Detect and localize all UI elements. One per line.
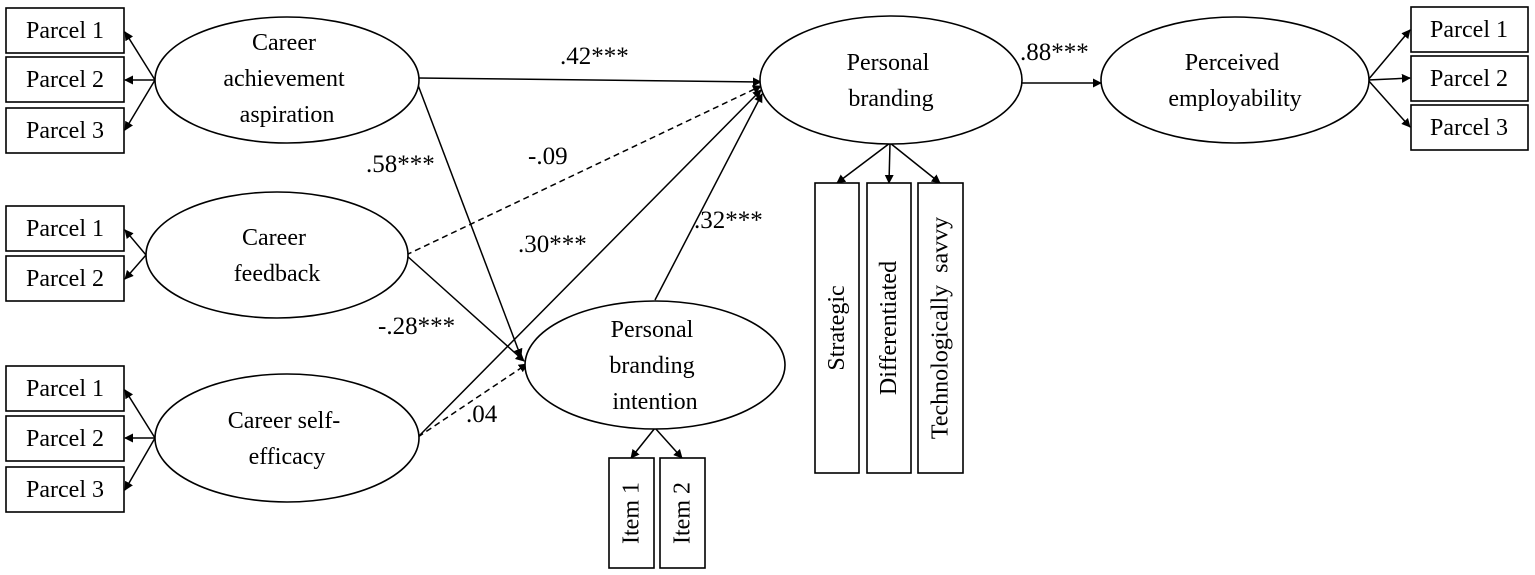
coef-efficacy-to-intention: .04	[466, 401, 498, 428]
construct-personal-branding-intention: Personal branding intention	[524, 300, 786, 430]
path-efficacy-to-branding	[417, 89, 762, 438]
construct-label: Personal branding	[847, 50, 936, 112]
indicator-label: Parcel 3	[26, 118, 104, 144]
indicator-efficacy-parcel-2: Parcel 2	[5, 415, 125, 462]
path-efficacy-to-intention	[417, 363, 528, 438]
loading-efficacy-parcel-1	[124, 389, 156, 439]
loading-aspiration-parcel-3	[124, 79, 156, 131]
loading-intention-item-1	[630, 427, 656, 459]
indicator-label: Parcel 2	[26, 426, 104, 452]
indicator-label: Item 2	[670, 482, 696, 544]
path-aspiration-to-branding	[417, 77, 762, 87]
construct-label: Career achievement aspiration	[223, 30, 350, 128]
indicator-label: Differentiated	[876, 261, 902, 395]
coef-branding-to-employability: .88***	[1020, 39, 1089, 66]
coef-feedback-to-intention: -.28***	[378, 313, 455, 340]
indicator-label: Parcel 1	[26, 216, 104, 242]
indicator-employability-parcel-3: Parcel 3	[1410, 104, 1529, 151]
indicator-branding-tech-savvy: Technologically savvy	[917, 182, 964, 474]
loading-feedback-parcel-1	[124, 229, 147, 256]
loading-intention-item-2	[654, 427, 683, 459]
construct-label: Personal branding intention	[609, 317, 700, 415]
construct-label: Career feedback	[234, 225, 321, 287]
indicator-employability-parcel-2: Parcel 2	[1410, 55, 1529, 102]
indicator-branding-differentiated: Differentiated	[866, 182, 912, 474]
indicator-aspiration-parcel-1: Parcel 1	[5, 7, 125, 54]
path-feedback-to-branding	[405, 85, 762, 256]
indicator-aspiration-parcel-3: Parcel 3	[5, 107, 125, 154]
loading-branding-tech-savvy	[889, 142, 941, 184]
indicator-employability-parcel-1: Parcel 1	[1410, 6, 1529, 53]
indicator-label: Strategic	[824, 285, 850, 370]
loading-feedback-parcel-2	[124, 254, 147, 280]
indicator-label: Parcel 2	[26, 266, 104, 292]
coef-aspiration-to-intention: .58***	[366, 151, 435, 178]
indicator-intention-item-1: Item 1	[608, 457, 655, 569]
coef-intention-to-branding: .32***	[694, 207, 763, 234]
indicator-label: Parcel 1	[1430, 17, 1508, 43]
path-aspiration-to-intention	[417, 84, 523, 358]
construct-career-self-efficacy: Career self- efficacy	[154, 373, 420, 503]
construct-label: Career self- efficacy	[228, 408, 347, 470]
coef-feedback-to-branding: -.09	[528, 143, 568, 170]
loading-efficacy-parcel-3	[124, 437, 156, 491]
coef-aspiration-to-branding: .42***	[560, 43, 629, 70]
path-feedback-to-intention	[405, 254, 525, 362]
indicator-label: Technologically savvy	[928, 217, 954, 439]
loading-branding-strategic	[836, 142, 891, 184]
coef-efficacy-to-branding: .30***	[518, 231, 587, 258]
indicator-efficacy-parcel-3: Parcel 3	[5, 466, 125, 513]
loading-branding-differentiated	[884, 142, 894, 184]
indicator-label: Parcel 3	[1430, 115, 1508, 141]
indicator-aspiration-parcel-2: Parcel 2	[5, 56, 125, 103]
construct-career-feedback: Career feedback	[145, 191, 409, 319]
loading-aspiration-parcel-1	[124, 31, 156, 81]
indicator-feedback-parcel-1: Parcel 1	[5, 205, 125, 252]
construct-label: Perceived employability	[1168, 50, 1301, 112]
indicator-intention-item-2: Item 2	[659, 457, 706, 569]
loading-employability-parcel-3	[1367, 79, 1411, 128]
indicator-label: Parcel 2	[1430, 66, 1508, 92]
construct-perceived-employability: Perceived employability	[1100, 16, 1370, 144]
loading-employability-parcel-2	[1367, 73, 1411, 83]
indicator-label: Parcel 2	[26, 67, 104, 93]
indicator-branding-strategic: Strategic	[814, 182, 860, 474]
indicator-efficacy-parcel-1: Parcel 1	[5, 365, 125, 412]
loading-employability-parcel-1	[1367, 29, 1411, 81]
indicator-label: Item 1	[619, 482, 645, 544]
indicator-label: Parcel 1	[26, 376, 104, 402]
construct-personal-branding: Personal branding	[759, 15, 1023, 145]
indicator-label: Parcel 3	[26, 477, 104, 503]
indicator-feedback-parcel-2: Parcel 2	[5, 255, 125, 302]
construct-career-achievement-aspiration: Career achievement aspiration	[154, 16, 420, 144]
indicator-label: Parcel 1	[26, 18, 104, 44]
path-intention-to-branding	[654, 93, 763, 301]
